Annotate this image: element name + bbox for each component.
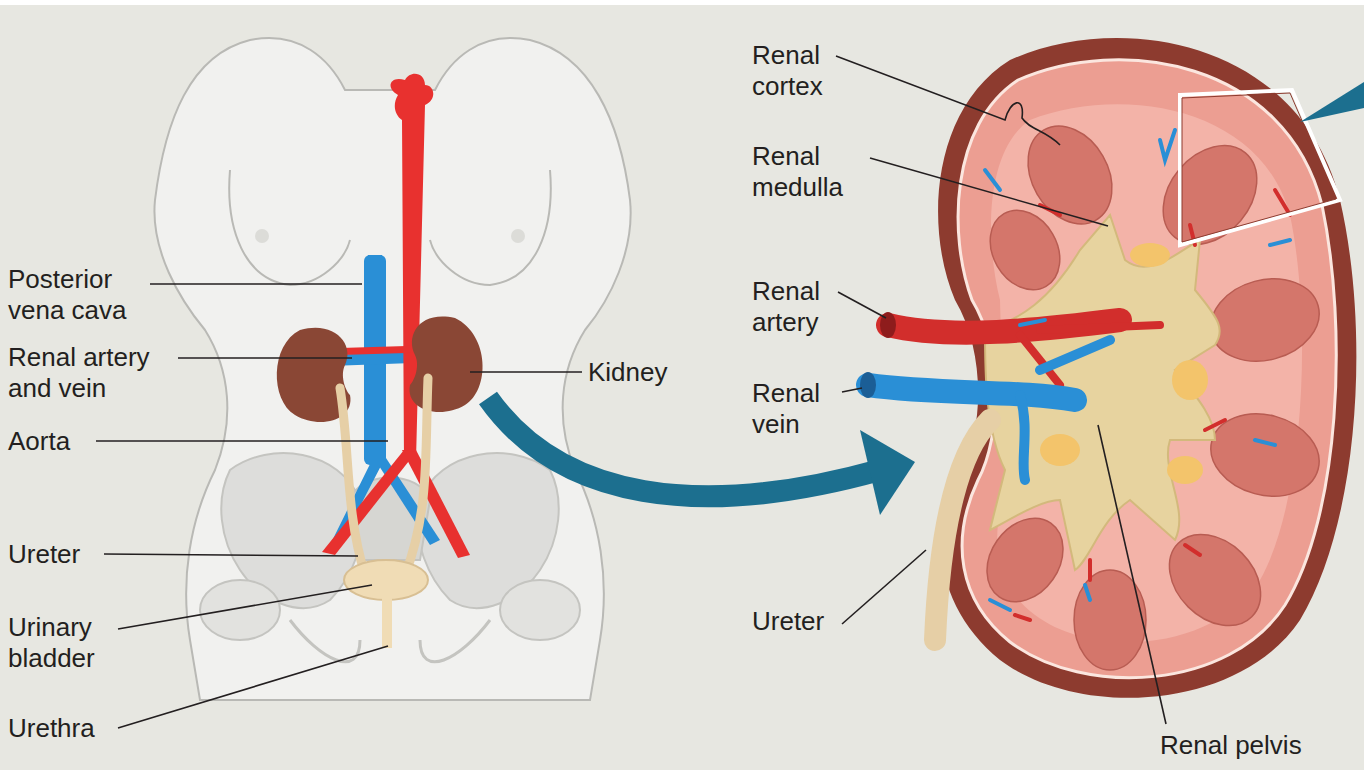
part-label: Renal cortex: [752, 40, 852, 102]
part-label: Renal artery and vein: [8, 342, 180, 404]
part-label: Urethra: [8, 713, 95, 744]
part-label: Aorta: [8, 426, 70, 457]
part-label: Ureter: [8, 539, 80, 570]
part-label: Posterior vena cava: [8, 264, 158, 326]
part-label: Kidney: [588, 357, 668, 388]
part-label: Urinary bladder: [8, 612, 128, 674]
part-label: Renal medulla: [752, 141, 872, 203]
part-label: Ureter: [752, 606, 824, 637]
part-label: Renal artery: [752, 276, 872, 338]
part-label: Renal vein: [752, 378, 852, 440]
part-label: Renal pelvis: [1160, 730, 1302, 761]
